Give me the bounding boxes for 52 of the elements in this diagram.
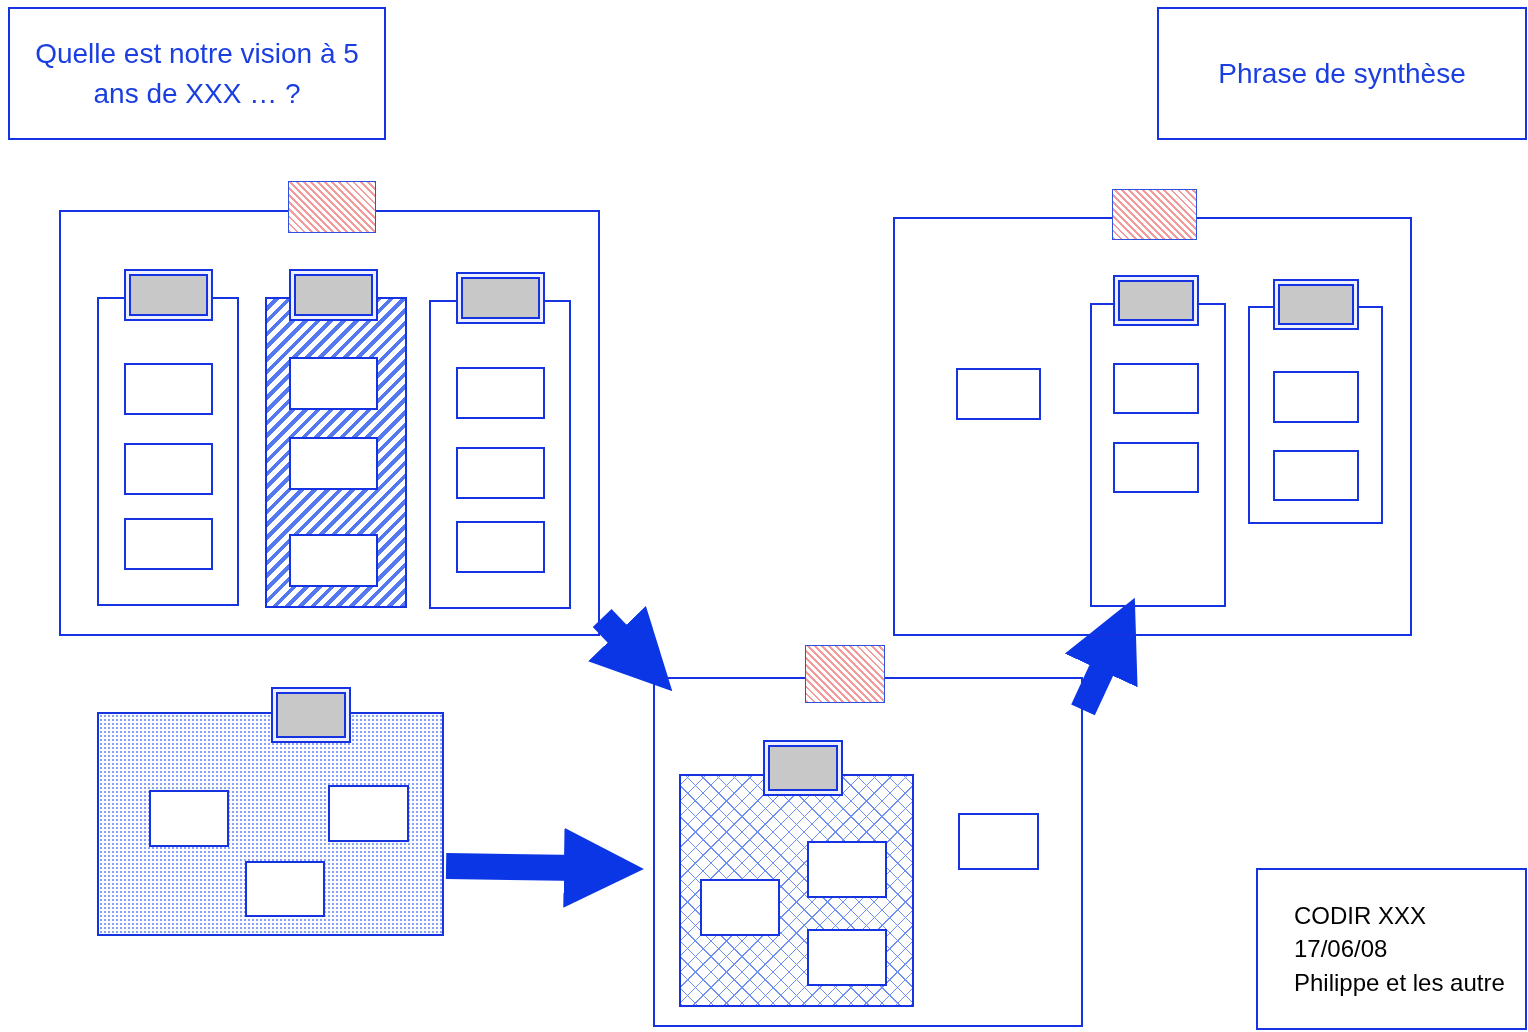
header-block (456, 272, 545, 324)
hatched-tab (1112, 189, 1197, 240)
header-block (289, 269, 378, 321)
dotted-panel (97, 712, 444, 936)
frame-panel (59, 210, 600, 636)
empty-box (1273, 450, 1359, 501)
block-arrow (1064, 597, 1138, 716)
empty-box (807, 841, 887, 898)
crosshatched-panel (679, 774, 914, 1007)
empty-box (807, 929, 887, 986)
empty-box (1113, 363, 1199, 414)
empty-box (1113, 442, 1199, 493)
empty-box (456, 447, 545, 499)
empty-box (1273, 371, 1359, 423)
frame-panel (893, 217, 1412, 636)
header-block (1113, 275, 1199, 326)
column-panel (97, 297, 239, 606)
column-panel (429, 300, 571, 609)
empty-box (289, 534, 378, 587)
header-block (1273, 279, 1359, 330)
empty-box (958, 813, 1039, 870)
empty-box (456, 367, 545, 419)
empty-box (956, 368, 1041, 420)
empty-box (289, 357, 378, 410)
block-arrow (588, 605, 673, 692)
hatched-tab (805, 645, 885, 703)
empty-box (289, 437, 378, 490)
header-block (124, 269, 213, 321)
frame-panel (653, 677, 1083, 1027)
empty-box (124, 363, 213, 415)
empty-box (124, 518, 213, 570)
box-text: Phrase de synthèse (1217, 56, 1467, 91)
column-panel (1248, 306, 1383, 524)
box-text: 17/06/08 (1294, 934, 1389, 965)
text-box (1157, 7, 1527, 140)
empty-box (328, 785, 409, 842)
hatched-column-panel (265, 297, 407, 608)
header-block (763, 740, 843, 796)
empty-box (245, 861, 325, 917)
empty-box (456, 521, 545, 573)
text-box (8, 7, 386, 140)
hatched-tab (288, 181, 376, 233)
text-box (1256, 868, 1527, 1030)
empty-box (149, 790, 229, 847)
column-panel (1090, 303, 1226, 607)
box-text: Philippe et les autre (1294, 967, 1506, 998)
block-arrow (445, 827, 644, 908)
empty-box (700, 879, 780, 936)
empty-box (124, 443, 213, 495)
box-text: CODIR XXX (1294, 900, 1428, 931)
header-block (271, 687, 351, 743)
box-text: Quelle est notre vision à 5 ans de XXX … ? (34, 37, 360, 111)
